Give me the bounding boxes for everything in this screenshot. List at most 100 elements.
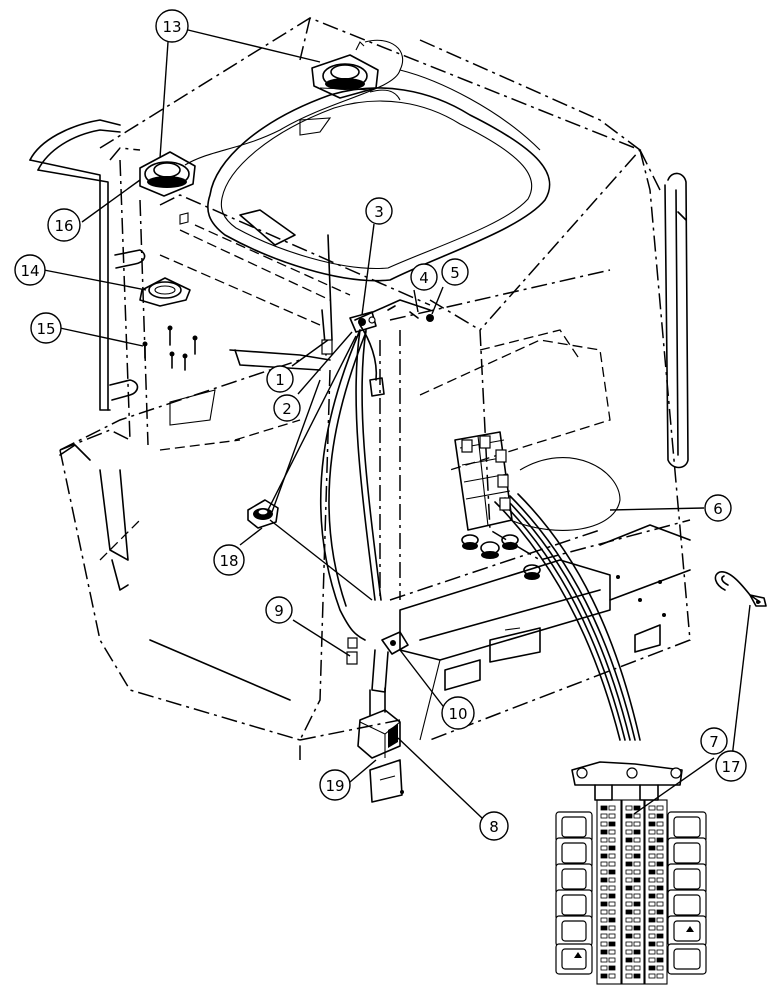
fuse-slot xyxy=(625,813,633,819)
fuse-slot xyxy=(608,845,616,851)
fuse-slot xyxy=(625,821,633,827)
fuse-panel-detail xyxy=(555,761,707,985)
fuse-slot xyxy=(656,821,664,827)
fuse-slot xyxy=(633,837,641,843)
fuse-slot xyxy=(608,869,616,875)
fuse-slot xyxy=(656,861,664,867)
callout-13: 13 xyxy=(155,9,189,43)
fuse-slot xyxy=(633,957,641,963)
wiring-harness xyxy=(184,39,641,741)
fuse-slot xyxy=(608,925,616,931)
connector-9 xyxy=(346,637,358,665)
fuse-slot xyxy=(600,805,608,811)
fuse-slot xyxy=(608,917,616,923)
fuse-slot xyxy=(608,821,616,827)
fuse-slot xyxy=(608,805,616,811)
fuse-slot xyxy=(600,853,608,859)
fuse-slot xyxy=(656,885,664,891)
callout-10: 10 xyxy=(441,696,475,730)
fuse-slot xyxy=(648,893,656,899)
cable-tie-17 xyxy=(714,571,767,607)
fuse-slot xyxy=(600,837,608,843)
fuse-slot xyxy=(633,805,641,811)
fuse-slot xyxy=(600,877,608,883)
fuse-slot xyxy=(648,821,656,827)
fuse-slot xyxy=(648,973,656,979)
fuse-slot xyxy=(656,973,664,979)
fuse-slot xyxy=(648,877,656,883)
fuse-slot xyxy=(656,949,664,955)
svg-text:16: 16 xyxy=(54,217,73,235)
fuse-slot xyxy=(625,917,633,923)
fuse-slot xyxy=(600,965,608,971)
fuse-strips xyxy=(596,799,668,985)
fuse-slot xyxy=(608,885,616,891)
fuse-slot xyxy=(656,925,664,931)
fuse-slot xyxy=(656,845,664,851)
fuse-slot xyxy=(608,861,616,867)
fuse-slot xyxy=(608,965,616,971)
fuse-slot xyxy=(625,901,633,907)
fuse-slot xyxy=(625,941,633,947)
fuse-slot xyxy=(656,805,664,811)
fuse-slot xyxy=(625,973,633,979)
callouts: 13 16 14 15 3 4 5 1 2 6 18 xyxy=(14,9,747,841)
callout-14: 14 xyxy=(14,254,46,286)
svg-text:15: 15 xyxy=(36,320,55,338)
relay-column-left xyxy=(555,811,593,975)
fuse-slot xyxy=(625,965,633,971)
svg-text:7: 7 xyxy=(709,733,719,751)
fuse-slot xyxy=(633,909,641,915)
fuse-slot xyxy=(633,813,641,819)
fuse-slot xyxy=(633,861,641,867)
fuse-slot xyxy=(633,973,641,979)
fuse-slot xyxy=(600,917,608,923)
svg-text:5: 5 xyxy=(450,264,460,282)
svg-text:18: 18 xyxy=(219,552,238,570)
fuse-slot xyxy=(600,885,608,891)
fuse-slot xyxy=(656,853,664,859)
svg-text:14: 14 xyxy=(20,262,39,280)
antenna xyxy=(321,234,434,381)
fuse-slot xyxy=(633,901,641,907)
fuse-slot xyxy=(608,813,616,819)
fuse-slot xyxy=(633,877,641,883)
fuse-slot xyxy=(633,869,641,875)
fuse-slot xyxy=(625,885,633,891)
fuse-slot xyxy=(625,861,633,867)
fuse-slot xyxy=(625,949,633,955)
fuse-slot xyxy=(608,901,616,907)
svg-text:8: 8 xyxy=(489,818,499,836)
fuse-slot xyxy=(656,893,664,899)
fuse-slot xyxy=(656,877,664,883)
fuse-slot xyxy=(648,845,656,851)
fuse-slot xyxy=(633,821,641,827)
relay-column-right xyxy=(667,811,707,975)
fuse-slot xyxy=(648,869,656,875)
fuse-slot xyxy=(633,893,641,899)
svg-text:13: 13 xyxy=(162,18,181,36)
callout-3: 3 xyxy=(365,197,393,225)
fuse-slot xyxy=(633,853,641,859)
fuse-slot xyxy=(648,949,656,955)
fuse-slot xyxy=(608,973,616,979)
fuse-slot xyxy=(625,845,633,851)
fuse-slot xyxy=(648,853,656,859)
fuse-slot xyxy=(600,829,608,835)
fuse-slot xyxy=(608,893,616,899)
fuse-slot xyxy=(648,957,656,963)
fuse-slot xyxy=(656,917,664,923)
fuse-slot xyxy=(633,925,641,931)
fuse-slot xyxy=(633,885,641,891)
svg-text:17: 17 xyxy=(721,758,740,776)
fuse-slot xyxy=(625,893,633,899)
fuse-slot xyxy=(648,909,656,915)
svg-text:3: 3 xyxy=(374,203,384,221)
fuse-slot xyxy=(625,957,633,963)
callout-7: 7 xyxy=(700,727,728,755)
fuse-slot xyxy=(633,845,641,851)
fuse-slot xyxy=(608,933,616,939)
fuse-slot xyxy=(625,853,633,859)
fuse-slot xyxy=(633,829,641,835)
